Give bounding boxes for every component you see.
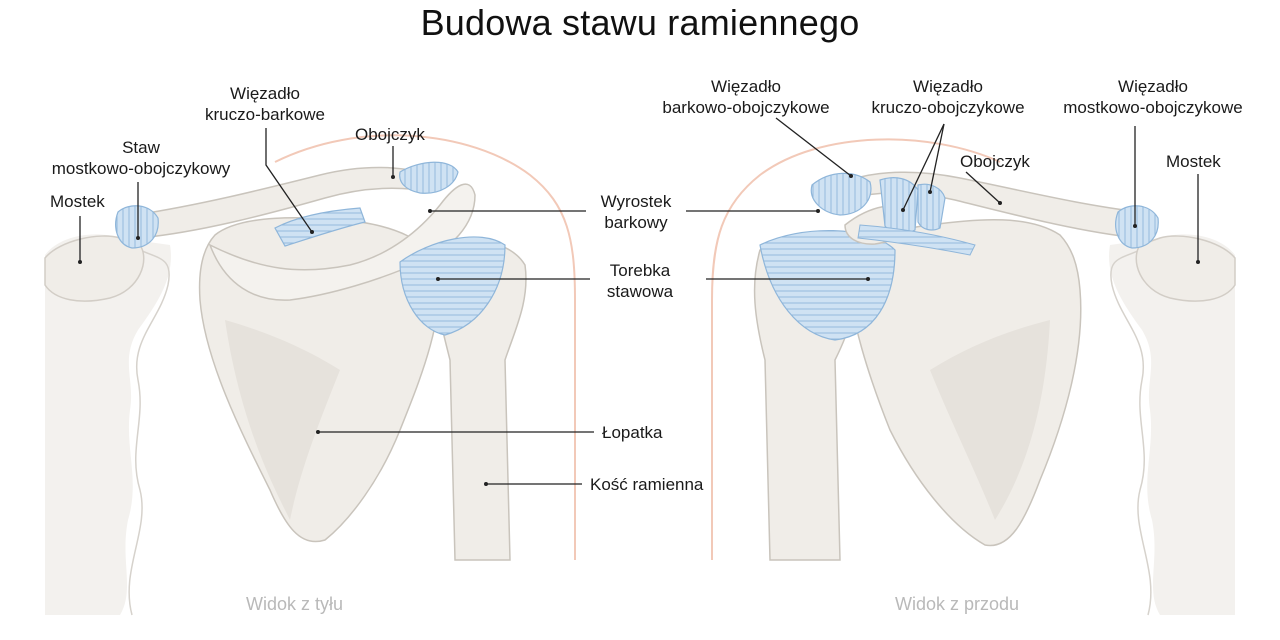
front-scapula-shading <box>930 320 1050 520</box>
leader-lines <box>79 117 1199 485</box>
label-acromion-line2: barkowy <box>604 213 668 232</box>
front-acromion <box>810 172 872 216</box>
label-back-sc-joint: Staw mostkowo-obojczykowy <box>36 137 246 179</box>
caption-back-view: Widok z tyłu <box>246 594 344 614</box>
back-view-figure <box>44 134 576 616</box>
back-torso-edge <box>119 237 170 616</box>
label-back-sternum: Mostek <box>50 192 105 211</box>
label-back-cora-lig-line2: kruczo-barkowe <box>205 105 325 124</box>
front-skin-outline <box>711 138 1001 560</box>
label-acromion-line1: Wyrostek <box>600 192 672 211</box>
back-scapula-shading <box>225 320 340 520</box>
label-front-ac-lig-line2: barkowo-obojczykowe <box>662 98 830 117</box>
front-joint-capsule <box>759 229 896 341</box>
leader-front-cc-lig-a <box>902 123 945 211</box>
label-front-ac-lig-line1: Więzadło <box>711 77 781 96</box>
back-scapular-spine <box>208 183 476 301</box>
label-back-cora-lig-line1: Więzadło <box>230 84 300 103</box>
leader-front-cc-lig-b <box>929 123 945 193</box>
front-torso-edge <box>1110 237 1161 616</box>
front-view-figure <box>711 138 1236 616</box>
label-capsule-line2: stawowa <box>606 282 674 301</box>
label-front-sc-lig: Więzadło mostkowo-obojczykowe <box>1046 76 1260 118</box>
page-title: Budowa stawu ramiennego <box>420 2 860 43</box>
label-front-ac-lig: Więzadło barkowo-obojczykowe <box>646 76 846 118</box>
front-sc-ligament <box>1115 205 1159 249</box>
label-front-cc-lig-line2: kruczo-obojczykowe <box>871 98 1025 117</box>
label-front-sternum: Mostek <box>1166 152 1221 171</box>
label-capsule: Torebka stawowa <box>590 260 690 302</box>
label-front-sc-lig-line2: mostkowo-obojczykowe <box>1063 98 1243 117</box>
leader-front-ac-lig <box>775 117 852 177</box>
front-cc-ligament <box>879 177 919 235</box>
front-band-ligament <box>857 224 976 256</box>
back-skin-outline <box>274 134 576 560</box>
back-sc-joint <box>115 205 159 249</box>
label-front-clavicle: Obojczyk <box>960 152 1030 171</box>
label-back-clavicle: Obojczyk <box>355 125 425 144</box>
label-humerus: Kość ramienna <box>590 475 704 494</box>
caption-front-view: Widok z przodu <box>895 594 1020 614</box>
back-ac-ligament <box>399 161 459 194</box>
leader-back-cora-lig <box>265 128 313 233</box>
back-joint-capsule <box>399 236 506 336</box>
label-capsule-line1: Torebka <box>609 261 671 280</box>
label-acromion: Wyrostek barkowy <box>586 191 686 233</box>
label-front-sc-lig-line1: Więzadło <box>1118 77 1188 96</box>
front-sternum-bone <box>1135 235 1236 302</box>
leader-dots <box>78 174 1200 486</box>
front-torso-silhouette <box>1109 234 1235 615</box>
label-back-cora-lig: Więzadło kruczo-barkowe <box>190 83 340 125</box>
label-back-sc-joint-line2: mostkowo-obojczykowy <box>51 159 231 178</box>
label-scapula: Łopatka <box>602 423 663 442</box>
label-back-sc-joint-line1: Staw <box>122 138 160 157</box>
label-front-cc-lig-line1: Więzadło <box>913 77 983 96</box>
leader-front-clavicle <box>965 171 1001 204</box>
front-cc-ligament-2 <box>917 183 946 231</box>
back-torso-silhouette <box>45 234 171 615</box>
label-front-cc-lig: Więzadło kruczo-obojczykowe <box>858 76 1038 118</box>
